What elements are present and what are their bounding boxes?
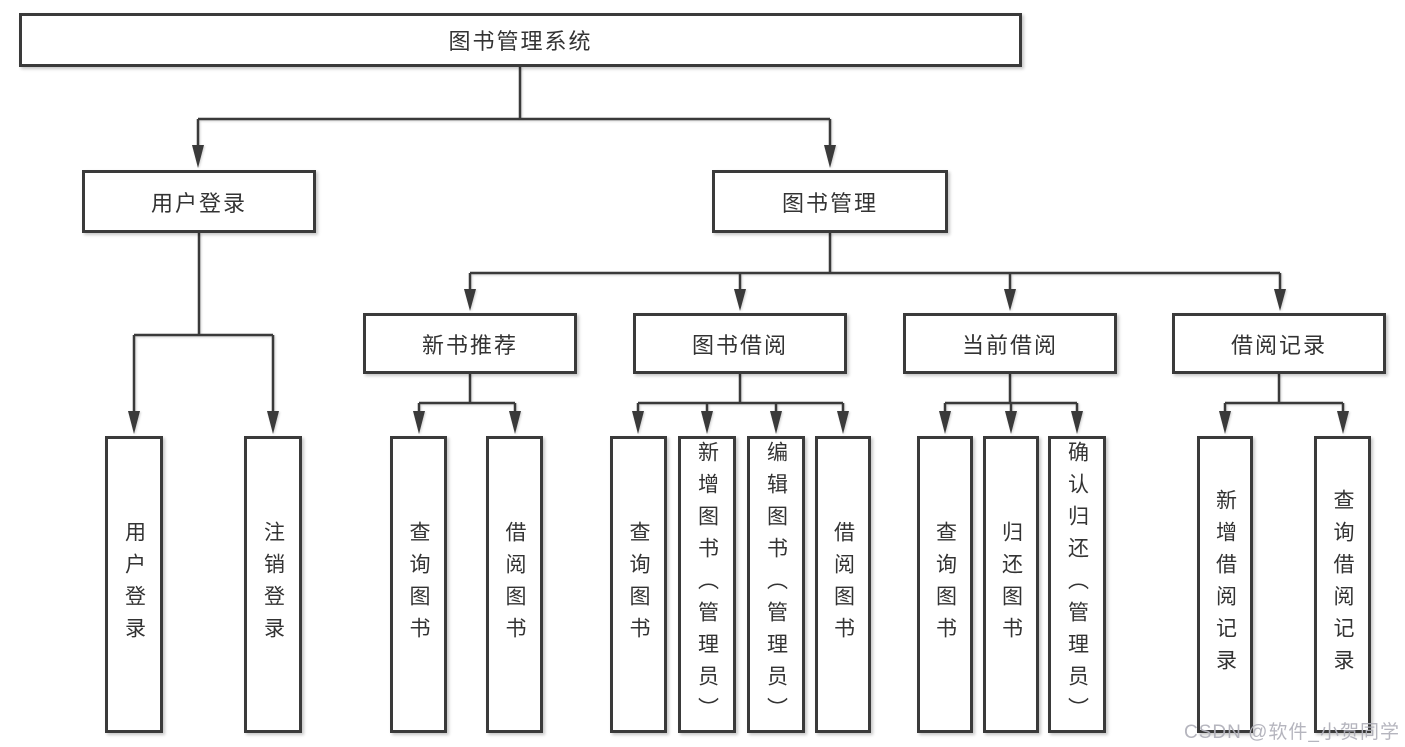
leaf-logout-label: 注销登录 [261, 520, 285, 649]
node-new-book-recommend-label: 新书推荐 [421, 332, 518, 358]
node-book-borrow: 图书借阅 [633, 313, 847, 374]
connector-book-mgmt-children [464, 233, 1286, 311]
connector-user-login-children [128, 233, 279, 434]
leaf-add-book-admin: 新增图书（管理员） [678, 436, 736, 733]
leaf-query-borrow-record-label: 查询借阅记录 [1331, 488, 1354, 681]
leaf-add-borrow-record: 新增借阅记录 [1197, 436, 1253, 733]
leaf-return-book-label: 归还图书 [999, 520, 1023, 649]
csdn-watermark: CSDN @软件_小贺同学 [1184, 722, 1400, 743]
leaf-edit-book-admin-label: 编辑图书（管理员） [764, 440, 788, 729]
leaf-query-borrow-record: 查询借阅记录 [1314, 436, 1371, 733]
connector-book-borrow-children [632, 374, 849, 434]
node-borrow-records-label: 借阅记录 [1230, 332, 1327, 358]
leaf-user-login: 用户登录 [105, 436, 163, 733]
leaf-add-book-admin-label: 新增图书（管理员） [695, 440, 719, 729]
node-current-borrow-label: 当前借阅 [961, 332, 1058, 358]
leaf-query-books-borrow-label: 查询图书 [627, 520, 650, 649]
node-root-label: 图书管理系统 [448, 29, 593, 54]
leaf-borrow-books-recommend-label: 借阅图书 [503, 520, 526, 649]
leaf-borrow-books-recommend: 借阅图书 [486, 436, 543, 733]
node-borrow-records: 借阅记录 [1172, 313, 1386, 374]
leaf-logout: 注销登录 [244, 436, 302, 733]
leaf-user-login-label: 用户登录 [122, 520, 146, 649]
leaf-query-books-current: 查询图书 [917, 436, 973, 733]
leaf-add-borrow-record-label: 新增借阅记录 [1213, 488, 1237, 681]
node-new-book-recommend: 新书推荐 [363, 313, 577, 374]
node-book-borrow-label: 图书借阅 [691, 332, 788, 358]
node-current-borrow: 当前借阅 [903, 313, 1117, 374]
leaf-borrow-books: 借阅图书 [815, 436, 871, 733]
connector-root-to-level2 [192, 67, 836, 168]
node-root: 图书管理系统 [19, 13, 1022, 67]
leaf-query-books-borrow: 查询图书 [610, 436, 667, 733]
node-book-mgmt-label: 图书管理 [781, 190, 878, 216]
connector-new-book-children [413, 374, 521, 434]
leaf-confirm-return-admin-label: 确认归还（管理员） [1065, 440, 1089, 729]
leaf-query-books-recommend: 查询图书 [390, 436, 447, 733]
node-user-login-label: 用户登录 [150, 190, 247, 216]
leaf-confirm-return-admin: 确认归还（管理员） [1048, 436, 1106, 733]
leaf-query-books-recommend-label: 查询图书 [407, 520, 430, 649]
leaf-edit-book-admin: 编辑图书（管理员） [747, 436, 805, 733]
connector-current-borrow-children [939, 374, 1083, 434]
node-book-mgmt: 图书管理 [712, 170, 948, 233]
connector-borrow-records-children [1219, 374, 1349, 434]
leaf-borrow-books-label: 借阅图书 [831, 520, 855, 649]
leaf-query-books-current-label: 查询图书 [933, 520, 957, 649]
leaf-return-book: 归还图书 [983, 436, 1039, 733]
node-user-login: 用户登录 [82, 170, 316, 233]
